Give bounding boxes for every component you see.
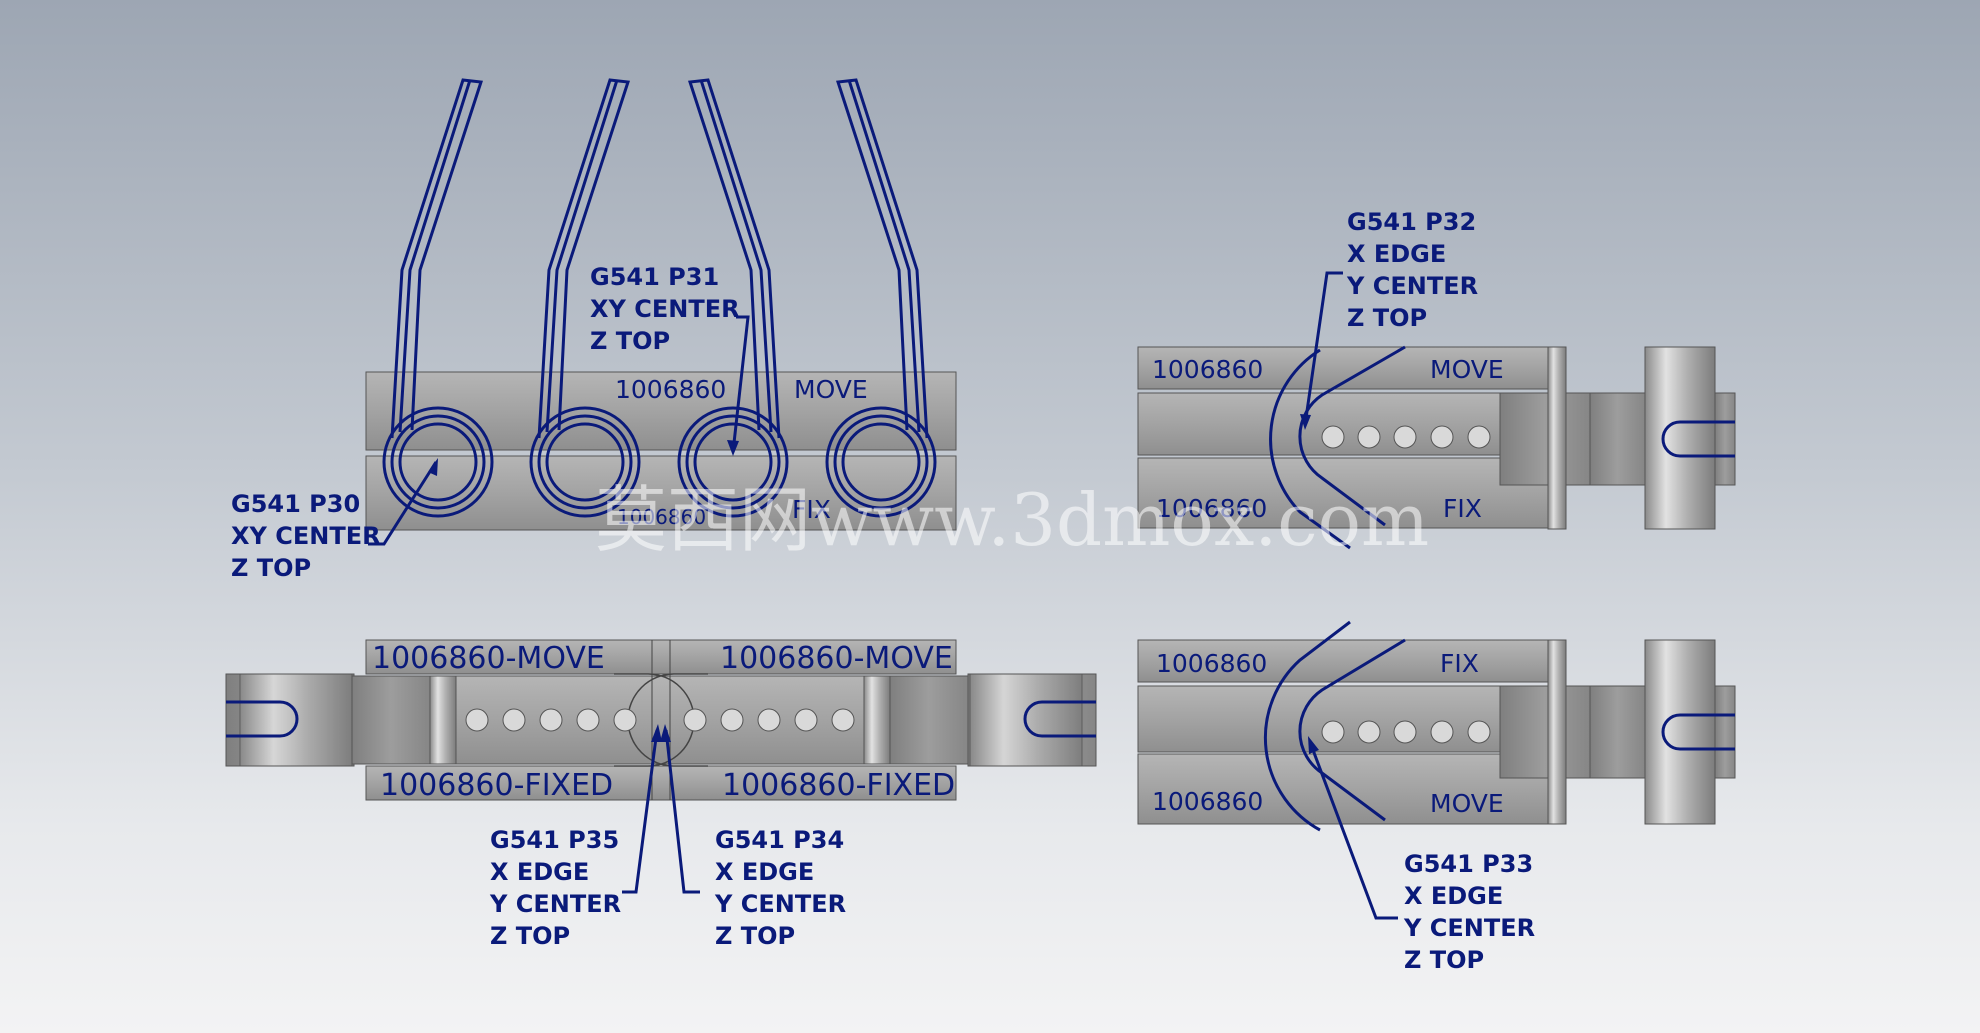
move-plate-part-number: 1006860 — [615, 375, 726, 404]
top-left-view: 1006860 MOVE 1006860 FIX — [231, 78, 957, 582]
right-lower-tag: FIX — [1443, 494, 1482, 523]
br-bar-2 — [1644, 639, 1716, 825]
spring-group — [382, 78, 937, 518]
callout-p35: G541 P35 X EDGE Y CENTER Z TOP — [489, 724, 662, 950]
spring-4 — [825, 78, 937, 518]
right-lower-part-number: 1006860 — [1156, 494, 1267, 523]
br-bar-1 — [1547, 639, 1567, 825]
bottom-left-view: 1006860-MOVE 1006860-MOVE 1006860-FIXED … — [225, 639, 1097, 950]
callout-p34-line-1: G541 P34 — [715, 826, 844, 854]
bottom-left-upper-plate — [365, 639, 957, 675]
callout-p33-line-2: X EDGE — [1404, 882, 1503, 910]
bottom-left-upper-right-label: 1006860-MOVE — [720, 641, 953, 676]
fix-plate-tag: FIX — [792, 495, 831, 524]
right-bar-1 — [1547, 346, 1567, 530]
callout-p34-leader — [664, 729, 700, 894]
callout-p34-line-4: Z TOP — [715, 922, 795, 950]
bottom-left-upper-left-label: 1006860-MOVE — [372, 641, 605, 676]
callout-p32-line-2: X EDGE — [1347, 240, 1446, 268]
bottom-left-holes — [465, 708, 855, 732]
bottom-left-lower-left-label: 1006860-FIXED — [380, 768, 613, 803]
callout-p30-line-1: G541 P30 — [231, 490, 360, 518]
callout-p32-leader — [1303, 271, 1343, 426]
top-right-view: 1006860 MOVE 1006860 FIX G541 P32 X EDGE… — [1137, 208, 1736, 550]
callout-p33-line-4: Z TOP — [1404, 946, 1484, 974]
right-middle-plate — [1137, 392, 1549, 456]
callout-p30-line-2: XY CENTER — [231, 522, 381, 550]
callout-p35-line-4: Z TOP — [490, 922, 570, 950]
callout-p35-leader — [622, 729, 659, 894]
callout-p35-line-2: X EDGE — [490, 858, 589, 886]
right-bar-2 — [1644, 346, 1716, 530]
callout-p31-line-2: XY CENTER — [590, 295, 740, 323]
callout-p33-leader — [1308, 741, 1398, 920]
watermark: 莫西网www.3dmox.com — [595, 478, 1429, 562]
br-upper-tag: FIX — [1440, 649, 1479, 678]
fix-plate-part-number: 1006860 — [617, 505, 706, 529]
callout-p33-line-1: G541 P33 — [1404, 850, 1533, 878]
right-upper-part-number: 1006860 — [1152, 355, 1263, 384]
bottom-left-bar-r2 — [863, 675, 891, 765]
callout-p35-line-3: Y CENTER — [489, 890, 621, 918]
callout-p34-line-3: Y CENTER — [714, 890, 846, 918]
spring-2 — [529, 78, 641, 518]
move-plate-tag: MOVE — [794, 375, 868, 404]
right-upper-tag: MOVE — [1430, 355, 1504, 384]
br-upper-part-number: 1006860 — [1156, 649, 1267, 678]
callout-p35-line-1: G541 P35 — [490, 826, 619, 854]
callout-p30-leader — [368, 461, 438, 546]
callout-p30-line-3: Z TOP — [231, 554, 311, 582]
bottom-left-lower-right-label: 1006860-FIXED — [722, 768, 955, 803]
callout-p31: G541 P31 XY CENTER Z TOP — [590, 263, 750, 456]
right-holes — [1321, 425, 1491, 449]
callout-p31-line-1: G541 P31 — [590, 263, 719, 291]
bottom-left-lower-plate — [365, 765, 957, 801]
br-middle-plate — [1137, 685, 1549, 753]
move-plate — [365, 371, 957, 451]
callout-p30: G541 P30 XY CENTER Z TOP — [231, 458, 438, 582]
callout-p33: G541 P33 X EDGE Y CENTER Z TOP — [1308, 736, 1535, 974]
br-holes — [1321, 720, 1491, 744]
callout-p34: G541 P34 X EDGE Y CENTER Z TOP — [660, 724, 846, 950]
bottom-right-view: 1006860 FIX 1006860 MOVE G541 P33 X EDGE… — [1137, 620, 1736, 974]
callout-p34-line-2: X EDGE — [715, 858, 814, 886]
br-lower-part-number: 1006860 — [1152, 787, 1263, 816]
bottom-left-middle — [365, 675, 957, 765]
callout-p32-line-1: G541 P32 — [1347, 208, 1476, 236]
callout-p31-line-3: Z TOP — [590, 327, 670, 355]
callout-p32-line-4: Z TOP — [1347, 304, 1427, 332]
callout-p32-line-3: Y CENTER — [1346, 272, 1478, 300]
bottom-left-bar-l2 — [429, 675, 457, 765]
callout-p31-leader — [731, 315, 750, 453]
callout-p33-line-3: Y CENTER — [1403, 914, 1535, 942]
br-lower-tag: MOVE — [1430, 789, 1504, 818]
spring-3 — [677, 78, 789, 518]
callout-p32: G541 P32 X EDGE Y CENTER Z TOP — [1300, 208, 1478, 430]
spring-1 — [382, 78, 494, 518]
br-fix-plate — [1137, 639, 1549, 683]
